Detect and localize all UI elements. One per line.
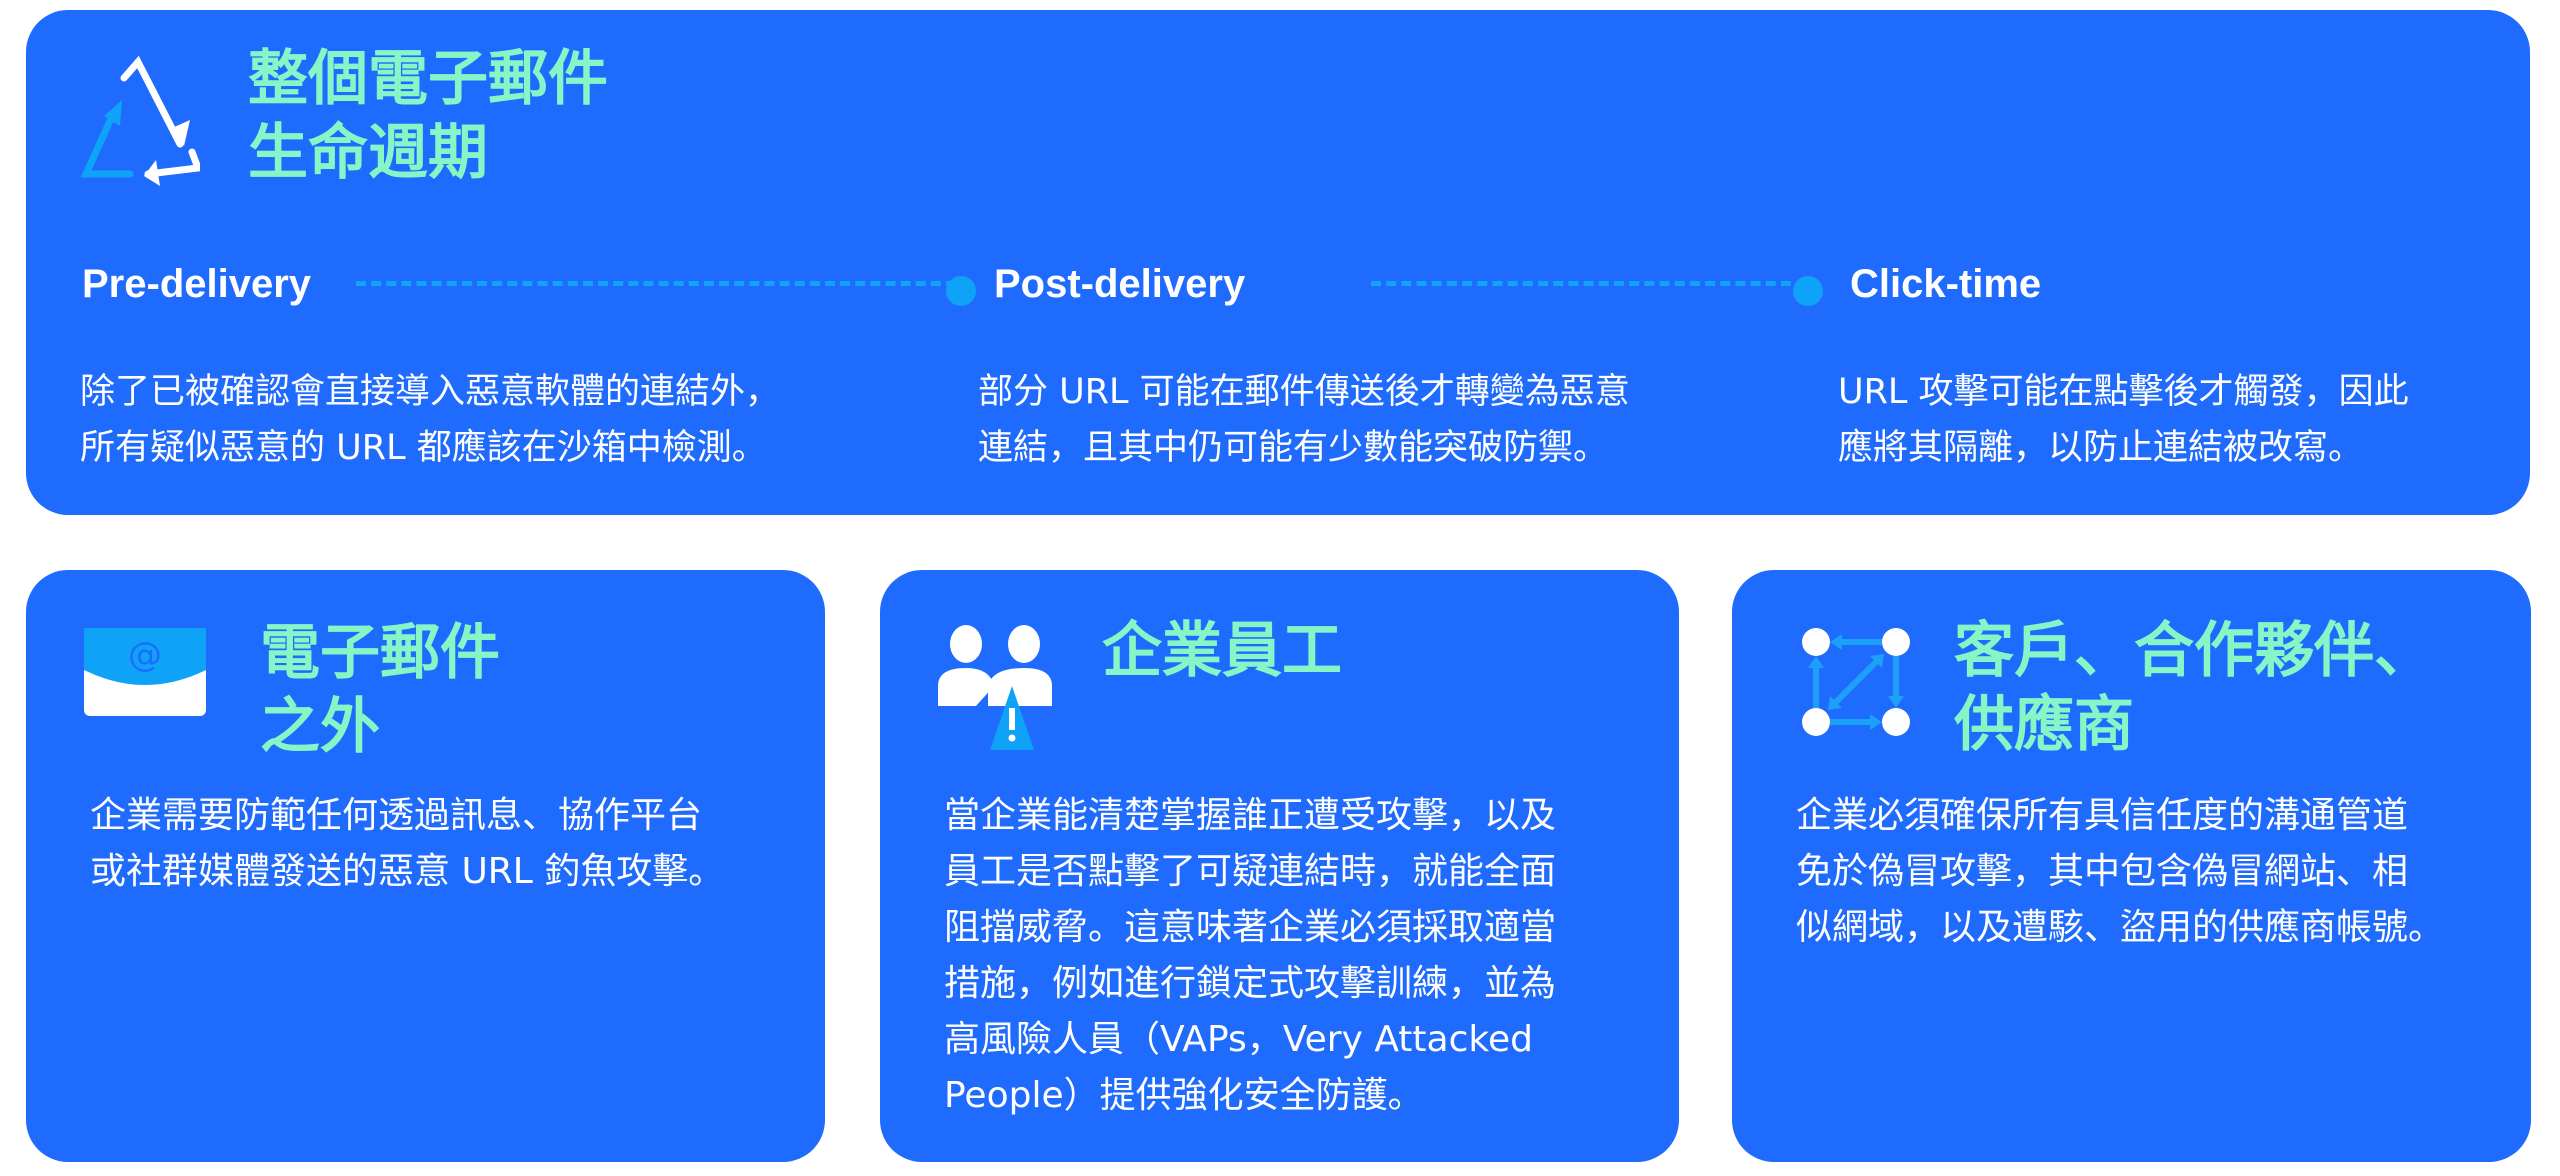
stage-pre-delivery-description: 除了已被確認會直接導入惡意軟體的連結外， 所有疑似惡意的 URL 都應該在沙箱中… [80, 364, 780, 476]
recycle-cycle-icon [80, 56, 200, 186]
timeline-connector [356, 281, 956, 286]
desc-line: 高風險人員（VAPs，Very Attacked [944, 1019, 1533, 1060]
desc-line: 應將其隔離，以防止連結被改寫。 [1838, 428, 2364, 468]
stage-post-delivery-label: Post-delivery [994, 262, 1246, 306]
desc-line: URL 攻擊可能在點擊後才觸發，因此 [1838, 372, 2409, 412]
title-line: 供應商 [1954, 690, 2134, 760]
employees-description: 當企業能清楚掌握誰正遭受攻擊，以及 員工是否點擊了可疑連結時，就能全面 阻擋威脅… [944, 788, 1629, 1124]
stage-click-time-label: Click-time [1850, 262, 2042, 306]
stage-post-delivery-marker [946, 276, 976, 306]
email-lifecycle-card: 整個電子郵件 生命週期 Pre-delivery Post-delivery C… [26, 10, 2530, 515]
title-line: 企業員工 [1102, 616, 1342, 686]
desc-line: 或社群媒體發送的惡意 URL 釣魚攻擊。 [90, 851, 725, 892]
beyond-email-card: @ 電子郵件 之外 企業需要防範任何透過訊息、協作平台 或社群媒體發送的惡意 U… [26, 570, 825, 1162]
network-nodes-icon [1802, 628, 1910, 736]
stage-click-time-description: URL 攻擊可能在點擊後才觸發，因此 應將其隔離，以防止連結被改寫。 [1838, 364, 2409, 476]
beyond-email-description: 企業需要防範任何透過訊息、協作平台 或社群媒體發送的惡意 URL 釣魚攻擊。 [90, 788, 775, 900]
stage-post-delivery-description: 部分 URL 可能在郵件傳送後才轉變為惡意 連結，且其中仍可能有少數能突破防禦。 [978, 364, 1630, 476]
desc-line: 措施，例如進行鎖定式攻擊訓練，並為 [944, 963, 1557, 1004]
partners-title: 客戶、合作夥伴、 供應商 [1954, 614, 2434, 762]
desc-line: 除了已被確認會直接導入惡意軟體的連結外， [80, 372, 781, 412]
employees-card: 企業員工 當企業能清楚掌握誰正遭受攻擊，以及 員工是否點擊了可疑連結時，就能全面… [880, 570, 1679, 1162]
desc-line: 阻擋威脅。這意味著企業必須採取適當 [944, 907, 1557, 948]
desc-line: 連結，且其中仍可能有少數能突破防禦。 [978, 428, 1609, 468]
desc-line: 所有疑似惡意的 URL 都應該在沙箱中檢測。 [80, 428, 767, 468]
beyond-email-title: 電子郵件 之外 [260, 616, 500, 764]
desc-line: 當企業能清楚掌握誰正遭受攻擊，以及 [944, 795, 1557, 836]
stage-click-time-marker [1793, 276, 1823, 306]
desc-line: 免於偽冒攻擊，其中包含偽冒網站、相 [1796, 851, 2409, 892]
lifecycle-title-line2: 生命週期 [248, 118, 488, 188]
desc-line: 似網域，以及遭駭、盜用的供應商帳號。 [1796, 907, 2445, 948]
desc-line: 員工是否點擊了可疑連結時，就能全面 [944, 851, 1557, 892]
stage-pre-delivery-label: Pre-delivery [82, 262, 312, 306]
desc-line: 部分 URL 可能在郵件傳送後才轉變為惡意 [978, 372, 1630, 412]
lifecycle-title: 整個電子郵件 生命週期 [248, 42, 608, 190]
desc-line: People）提供強化安全防護。 [944, 1075, 1424, 1116]
title-line: 之外 [260, 692, 380, 762]
timeline-connector [1371, 281, 1791, 286]
title-line: 客戶、合作夥伴、 [1954, 616, 2434, 686]
email-at-icon: @ [84, 628, 206, 716]
partners-description: 企業必須確保所有具信任度的溝通管道 免於偽冒攻擊，其中包含偽冒網站、相 似網域，… [1796, 788, 2511, 956]
people-warning-icon [938, 625, 1052, 750]
svg-text:@: @ [128, 635, 162, 675]
lifecycle-title-line1: 整個電子郵件 [248, 44, 608, 114]
desc-line: 企業必須確保所有具信任度的溝通管道 [1796, 795, 2409, 836]
title-line: 電子郵件 [260, 618, 500, 688]
employees-title: 企業員工 [1102, 614, 1342, 688]
partners-card: 客戶、合作夥伴、 供應商 企業必須確保所有具信任度的溝通管道 免於偽冒攻擊，其中… [1732, 570, 2531, 1162]
desc-line: 企業需要防範任何透過訊息、協作平台 [90, 795, 703, 836]
